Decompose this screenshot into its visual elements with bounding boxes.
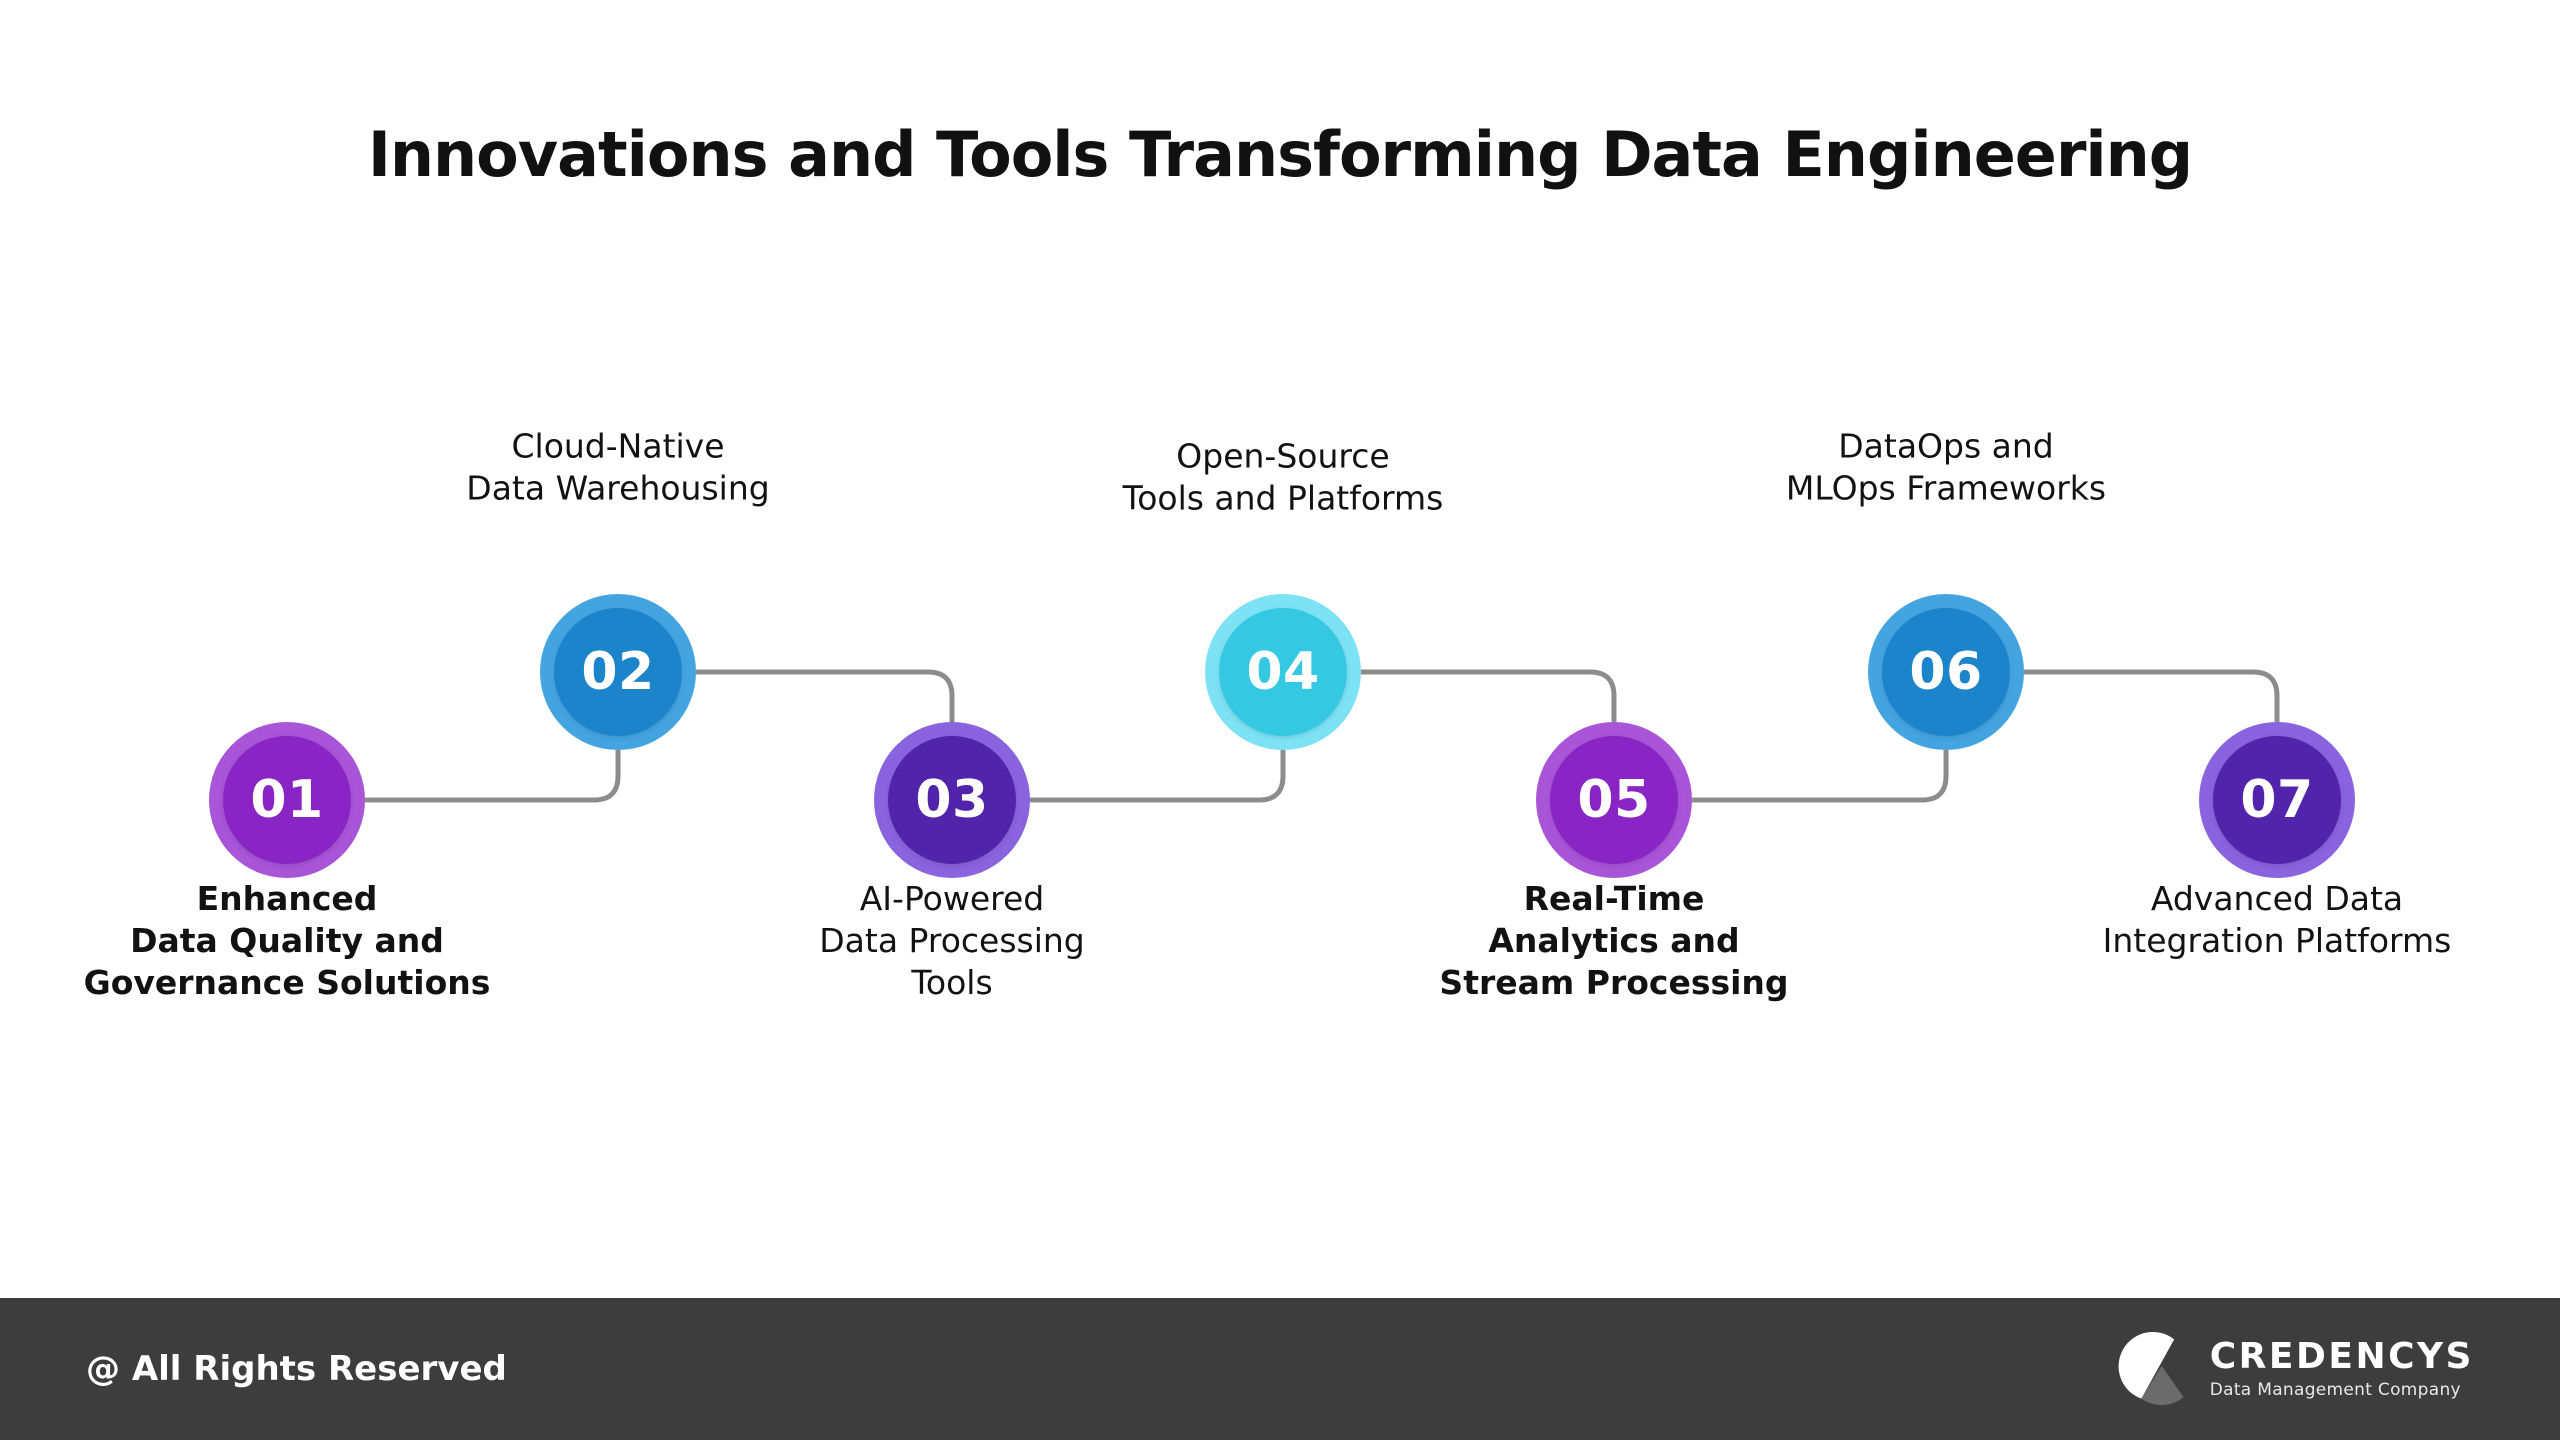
step-node-06-core: 06 [1882,608,2010,736]
step-node-03[interactable]: 03 [874,722,1030,878]
step-node-04[interactable]: 04 [1205,594,1361,750]
step-caption-07: Advanced Data Integration Platforms [2102,879,2452,961]
step-caption-05: Real-Time Analytics and Stream Processin… [1439,879,1789,1003]
credencys-logo: CREDENCYS Data Management Company [2118,1330,2474,1408]
logo-text-block: CREDENCYS Data Management Company [2210,1339,2474,1399]
logo-tagline: Data Management Company [2209,1380,2461,1400]
process-flow-diagram: 01 Enhanced Data Quality and Governance … [83,426,2452,1003]
rights-text: @ All Rights Reserved [86,1349,507,1389]
step-node-02-core: 02 [554,608,682,736]
step-number-07: 07 [2240,770,2314,830]
step-number-06: 06 [1909,642,1983,702]
step-node-02[interactable]: 02 [540,594,696,750]
step-caption-01: Enhanced Data Quality and Governance Sol… [83,879,491,1003]
step-node-03-core: 03 [888,736,1016,864]
connector-lines [365,669,2280,803]
step-node-07[interactable]: 07 [2199,722,2355,878]
step-node-05[interactable]: 05 [1536,722,1692,878]
step-caption-06: DataOps and MLOps Frameworks [1785,426,2107,508]
step-node-01-core: 01 [223,736,351,864]
logo-name: CREDENCYS [2209,1336,2474,1377]
step-number-04: 04 [1246,642,1320,702]
step-caption-04: Open-Source Tools and Platforms [1122,436,1444,518]
step-node-01[interactable]: 01 [209,722,365,878]
step-number-03: 03 [915,770,989,830]
step-number-05: 05 [1577,770,1651,830]
footer-bar: @ All Rights Reserved CREDENCYS Data Man… [0,1298,2560,1440]
step-node-04-core: 04 [1219,608,1347,736]
step-number-01: 01 [250,770,324,830]
step-node-06[interactable]: 06 [1868,594,2024,750]
step-number-02: 02 [581,642,655,702]
step-node-05-core: 05 [1550,736,1678,864]
page-title: Innovations and Tools Transforming Data … [367,118,2193,191]
step-caption-02: Cloud-Native Data Warehousing [466,426,770,508]
step-caption-03: AI-Powered Data Processing Tools [819,879,1085,1003]
step-node-07-core: 07 [2213,736,2341,864]
credencys-leaf-icon [2118,1331,2184,1406]
